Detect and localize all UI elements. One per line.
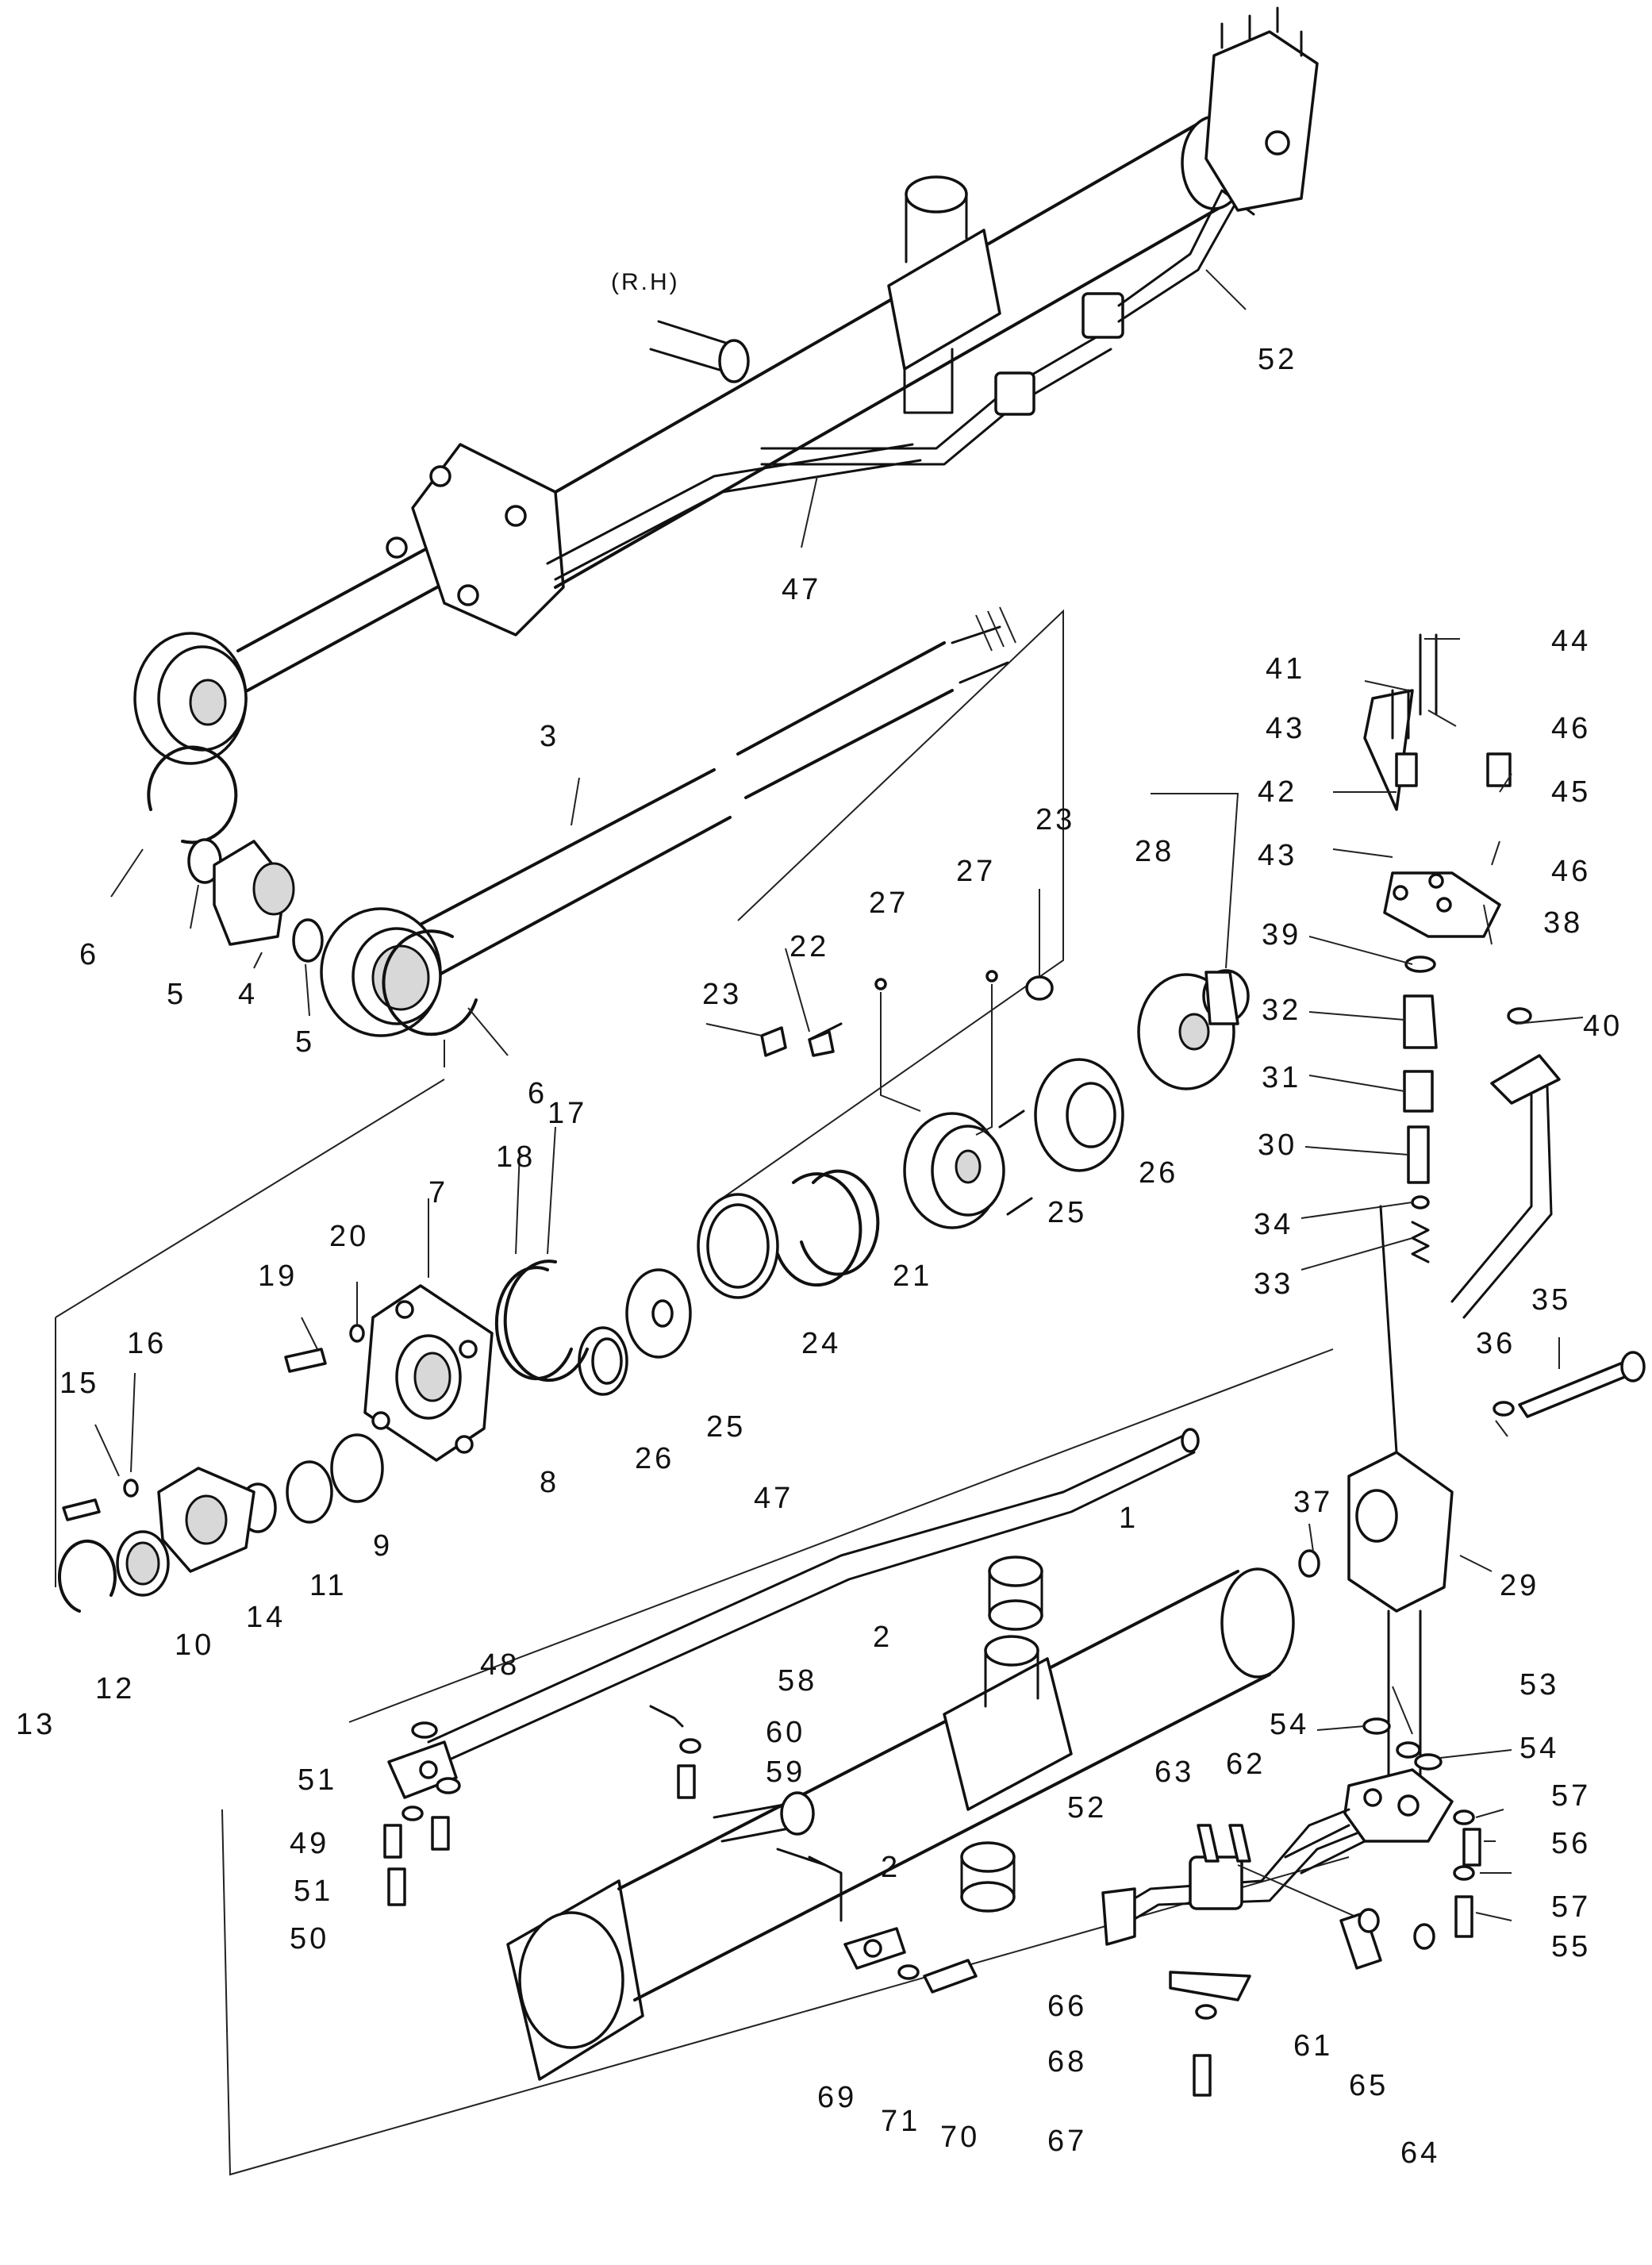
- label-7: 7: [428, 1176, 448, 1209]
- label-11: 11: [309, 1569, 347, 1602]
- label-51b: 51: [294, 1875, 333, 1908]
- label-24: 24: [801, 1327, 841, 1360]
- label-43a: 43: [1266, 712, 1305, 745]
- label-20: 20: [329, 1220, 369, 1253]
- label-63: 63: [1154, 1755, 1194, 1789]
- label-30: 30: [1258, 1129, 1297, 1162]
- label-49: 49: [290, 1827, 329, 1860]
- label-28: 28: [1135, 835, 1174, 868]
- label-61: 61: [1293, 2029, 1333, 2063]
- rod-subassembly: [147, 606, 1064, 1199]
- label-23b: 23: [1035, 803, 1075, 836]
- label-65: 65: [1349, 2069, 1389, 2102]
- label-55: 55: [1551, 1930, 1591, 1963]
- label-56: 56: [1551, 1827, 1591, 1860]
- label-67: 67: [1047, 2125, 1087, 2158]
- label-51a: 51: [298, 1763, 337, 1797]
- label-14: 14: [246, 1601, 286, 1634]
- label-69: 69: [817, 2081, 857, 2114]
- label-35: 35: [1531, 1283, 1571, 1317]
- label-9: 9: [373, 1529, 393, 1563]
- label-19: 19: [258, 1259, 298, 1293]
- label-1: 1: [1119, 1502, 1139, 1535]
- label-62: 62: [1226, 1748, 1266, 1781]
- label-10: 10: [175, 1629, 214, 1662]
- label-60: 60: [766, 1716, 805, 1749]
- head-gland-group: [55, 1079, 1334, 1723]
- label-37: 37: [1293, 1486, 1333, 1519]
- side-label: (R.H): [611, 269, 680, 295]
- label-12: 12: [95, 1672, 135, 1705]
- label-44: 44: [1551, 625, 1591, 658]
- label-18: 18: [496, 1140, 536, 1174]
- label-6a: 6: [79, 938, 99, 971]
- label-33: 33: [1254, 1267, 1293, 1301]
- label-58: 58: [778, 1664, 817, 1698]
- label-25b: 25: [1047, 1196, 1087, 1229]
- label-13: 13: [16, 1708, 56, 1741]
- label-32: 32: [1262, 994, 1301, 1027]
- label-46b: 46: [1551, 855, 1591, 888]
- label-26a: 26: [635, 1442, 674, 1475]
- label-31: 31: [1262, 1061, 1301, 1094]
- label-54a: 54: [1270, 1708, 1309, 1741]
- label-17: 17: [547, 1097, 587, 1130]
- label-27a: 27: [869, 886, 909, 920]
- label-42: 42: [1258, 775, 1297, 809]
- label-15: 15: [60, 1367, 99, 1400]
- label-38: 38: [1543, 906, 1583, 940]
- label-48: 48: [480, 1648, 520, 1682]
- label-34: 34: [1254, 1208, 1293, 1241]
- label-16: 16: [127, 1327, 167, 1360]
- label-41: 41: [1266, 652, 1305, 686]
- label-26b: 26: [1139, 1156, 1178, 1190]
- label-39: 39: [1262, 918, 1301, 952]
- label-3: 3: [540, 720, 559, 753]
- label-43b: 43: [1258, 839, 1297, 872]
- callout-labels: (R.H) 52 47 3 6 5 4 5 6 17 18 7 20 19 15…: [16, 269, 1623, 2170]
- label-8: 8: [540, 1466, 559, 1499]
- label-40: 40: [1583, 1009, 1623, 1043]
- label-25a: 25: [706, 1410, 746, 1444]
- label-29: 29: [1500, 1569, 1539, 1602]
- label-6b: 6: [528, 1077, 547, 1110]
- assembled-cylinder: [133, 6, 1319, 765]
- label-54b: 54: [1519, 1732, 1559, 1765]
- label-22: 22: [790, 930, 829, 963]
- label-46a: 46: [1551, 712, 1591, 745]
- label-52-top: 52: [1258, 343, 1297, 376]
- label-59: 59: [766, 1755, 805, 1789]
- label-53: 53: [1519, 1668, 1559, 1702]
- callout-leaders: [94, 269, 1584, 1921]
- label-70: 70: [940, 2121, 980, 2154]
- label-36: 36: [1476, 1327, 1516, 1360]
- label-50: 50: [290, 1922, 329, 1955]
- label-57b: 57: [1551, 1890, 1591, 1924]
- label-2b: 2: [881, 1851, 901, 1884]
- label-47-bottom: 47: [754, 1482, 793, 1515]
- label-71: 71: [881, 2105, 920, 2138]
- label-57a: 57: [1551, 1779, 1591, 1813]
- pipe-47: [383, 1428, 1200, 1906]
- label-52-bottom: 52: [1067, 1791, 1107, 1825]
- valve-stack: [843, 633, 1646, 2097]
- label-68: 68: [1047, 2045, 1087, 2078]
- label-4: 4: [238, 978, 258, 1011]
- label-21: 21: [893, 1259, 932, 1293]
- label-45: 45: [1551, 775, 1591, 809]
- label-23a: 23: [702, 978, 742, 1011]
- label-5b: 5: [295, 1025, 315, 1059]
- tube-assembly: [221, 1556, 1350, 2176]
- label-66: 66: [1047, 1990, 1087, 2023]
- label-64: 64: [1400, 2136, 1440, 2170]
- label-47-top: 47: [782, 573, 821, 606]
- label-2a: 2: [873, 1621, 893, 1654]
- label-5a: 5: [167, 978, 186, 1011]
- label-27b: 27: [956, 855, 996, 888]
- piston-group: [625, 969, 1250, 1359]
